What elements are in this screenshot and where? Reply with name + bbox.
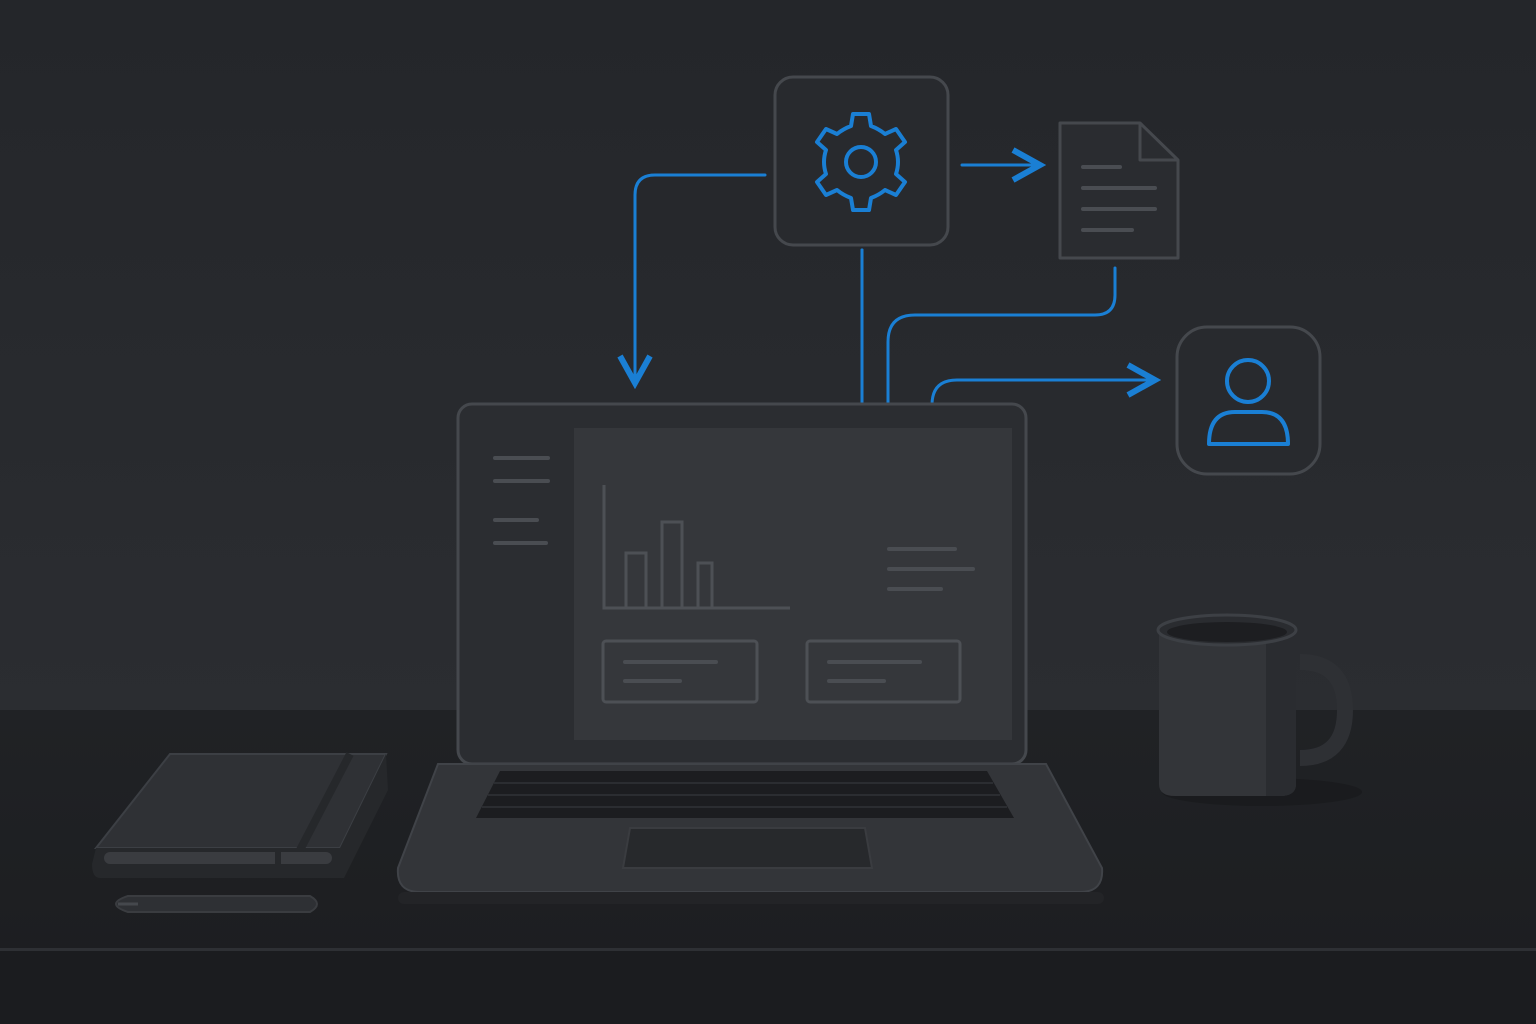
screen-card-left xyxy=(601,639,759,704)
mug-icon xyxy=(1156,613,1362,806)
settings-tile xyxy=(773,75,950,247)
gear-icon xyxy=(815,112,907,212)
desk-front xyxy=(0,951,1536,1024)
connector-gear-to-laptop xyxy=(635,173,767,383)
notebook-icon xyxy=(92,752,388,878)
user-icon xyxy=(1207,358,1290,446)
screen-card-right xyxy=(805,639,962,704)
document-icon xyxy=(1058,121,1180,260)
pen-icon xyxy=(115,895,318,913)
desk-edge xyxy=(0,948,1536,951)
laptop-icon xyxy=(396,402,1104,904)
screen-sidebar xyxy=(476,428,574,740)
user-tile xyxy=(1175,325,1322,476)
bar-chart-icon xyxy=(602,485,790,610)
laptop-trackpad xyxy=(621,827,874,869)
